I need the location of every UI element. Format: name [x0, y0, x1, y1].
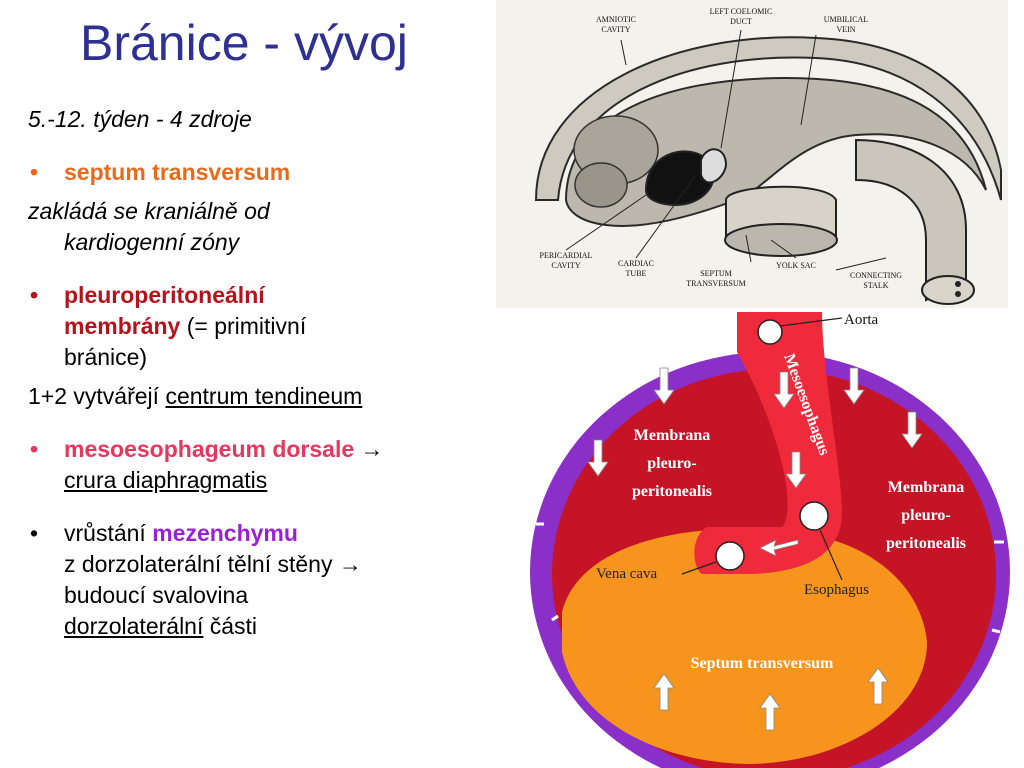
stalk-end [921, 275, 975, 305]
primitive-note: (= primitivní [180, 313, 307, 339]
arrow-left [759, 539, 799, 557]
bullet-dot: • [30, 159, 39, 185]
mezenchym-line2: z dorzolaterální tělní stěny → [64, 551, 362, 577]
mezenchym-line1: vrůstání mezenchymu [64, 518, 498, 549]
bullet-dot: • [30, 436, 39, 462]
embryo-labels: AMNIOTIC CAVITY LEFT COELOMIC DUCT UMBIL… [540, 7, 903, 290]
esophagus-vessel [799, 501, 829, 531]
septum-transversum-region [562, 529, 927, 764]
vena-cava-vessel [715, 541, 745, 571]
bullet-mesoesophageum: • mesoesophageum dorsale → crura diaphra… [28, 434, 498, 496]
label-membrana-right-1: Membrana [888, 479, 964, 496]
arrow-down-4 [843, 367, 865, 405]
term-pleuroperitoneal: pleuroperitoneální [64, 282, 265, 308]
term-mesoesophageum: mesoesophageum dorsale [64, 436, 355, 462]
label-coelomic-duct: DUCT [730, 17, 752, 26]
septum-description-line2: kardiogenní zóny [64, 229, 240, 255]
pleuroperitoneal-line2: membrány (= primitivní [64, 311, 498, 342]
slide-title: Bránice - vývoj [80, 15, 408, 71]
label-membrana-right: Membrana pleuro- peritonealis [886, 479, 966, 552]
bullet-pleuroperitoneal: • pleuroperitoneální membrány (= primiti… [28, 280, 498, 373]
label-pericardial: PERICARDIAL [540, 251, 593, 260]
stalk-vessel-1 [955, 281, 961, 287]
arrow-up-3 [867, 667, 889, 705]
label-umbilical: UMBILICAL [824, 15, 869, 24]
mezenchym-prefix: vrůstání [64, 520, 153, 546]
label-umbilical-vein: VEIN [836, 25, 855, 34]
term-septum-transversum: septum transversum [64, 159, 291, 185]
yolk-sac-opening [724, 223, 838, 257]
septum-description-line1: zakládá se kraniálně od [28, 198, 270, 224]
label-membrana-left-1: Membrana [634, 427, 710, 444]
bullet-dot: • [30, 520, 39, 546]
label-cardiac-tube: TUBE [626, 269, 647, 278]
label-vena-cava: Vena cava [596, 566, 658, 582]
arrow-up-2 [759, 693, 781, 731]
mezenchym-line3: budoucí svalovina [64, 582, 249, 608]
stalk-vessel-2 [955, 291, 961, 297]
cardiac-tube [700, 148, 728, 184]
label-stalk: STALK [863, 281, 888, 290]
arrow-down-6 [785, 451, 807, 489]
arrow-down-5 [901, 411, 923, 449]
arrow-symbol: → [354, 436, 384, 462]
dorzolateralni: dorzolaterální [64, 613, 204, 639]
label-esophagus: Esophagus [804, 582, 869, 598]
label-amniotic: AMNIOTIC [596, 15, 636, 24]
pericardial-cavity [644, 150, 715, 207]
slide-content: 5.-12. týden - 4 zdroje • septum transver… [28, 104, 498, 642]
ring-ticks [536, 373, 1004, 634]
esophagus-leader [819, 529, 843, 581]
label-cardiac: CARDIAC [618, 259, 654, 268]
label-membrana-left-2: pleuro- [647, 455, 696, 472]
label-membrana-right-3: peritonealis [886, 535, 966, 552]
diaphragm-diagram: Aorta Mesoesophagus Membrana pleuro- per… [530, 312, 1010, 768]
aorta-leader [779, 317, 843, 327]
centrum-prefix: 1+2 vytvářejí [28, 383, 166, 409]
arrow-down-1 [587, 439, 609, 477]
bullet-mezenchym: • vrůstání mezenchymu z dorzolaterální t… [28, 518, 498, 642]
label-membrana-left: Membrana pleuro- peritonealis [632, 427, 712, 500]
growth-arrows [587, 367, 923, 731]
label-septum-transversum: TRANSVERSUM [686, 279, 746, 288]
label-pericardial-cavity: CAVITY [551, 261, 580, 270]
label-amniotic-cavity: CAVITY [601, 25, 630, 34]
label-septum: SEPTUM [700, 269, 732, 278]
amnion-wall [534, 36, 1002, 201]
subtitle: 5.-12. týden - 4 zdroje [28, 106, 252, 132]
pleuroperitoneal-line3: bránice) [64, 344, 148, 370]
term-membrany: membrány [64, 313, 181, 339]
label-membrana-right-2: pleuro- [901, 507, 950, 524]
embryo-illustration: AMNIOTIC CAVITY LEFT COELOMIC DUCT UMBIL… [496, 0, 1008, 308]
aorta-vessel [757, 319, 783, 345]
mezenchym-line4: dorzolaterální části [64, 611, 498, 642]
centrum-tendineum: centrum tendineum [165, 383, 363, 409]
vena-cava-leader [681, 561, 717, 575]
term-mezenchymu: mezenchymu [152, 520, 298, 546]
arrow-down-3 [773, 371, 795, 409]
label-septum-transversum: Septum transversum [691, 655, 834, 672]
arrow-up-1 [653, 673, 675, 711]
label-aorta: Aorta [844, 312, 878, 328]
centrum-line: 1+2 vytvářejí centrum tendineum [28, 381, 498, 412]
face-region [574, 162, 628, 208]
label-membrana-left-3: peritonealis [632, 483, 712, 500]
label-connecting: CONNECTING [850, 271, 902, 280]
arrow-down-2 [653, 367, 675, 405]
connecting-stalk [855, 138, 967, 302]
bullet-septum-transversum: • septum transversum [28, 157, 498, 188]
crura-diaphragmatis: crura diaphragmatis [64, 467, 268, 493]
embryo-leader-lines [565, 29, 887, 271]
label-yolk-sac: YOLK SAC [776, 261, 816, 270]
mesoesophageum-line1: mesoesophageum dorsale → [64, 434, 498, 465]
casti: části [203, 613, 258, 639]
label-coelomic: LEFT COELOMIC [710, 7, 773, 16]
bullet-dot: • [30, 282, 39, 308]
